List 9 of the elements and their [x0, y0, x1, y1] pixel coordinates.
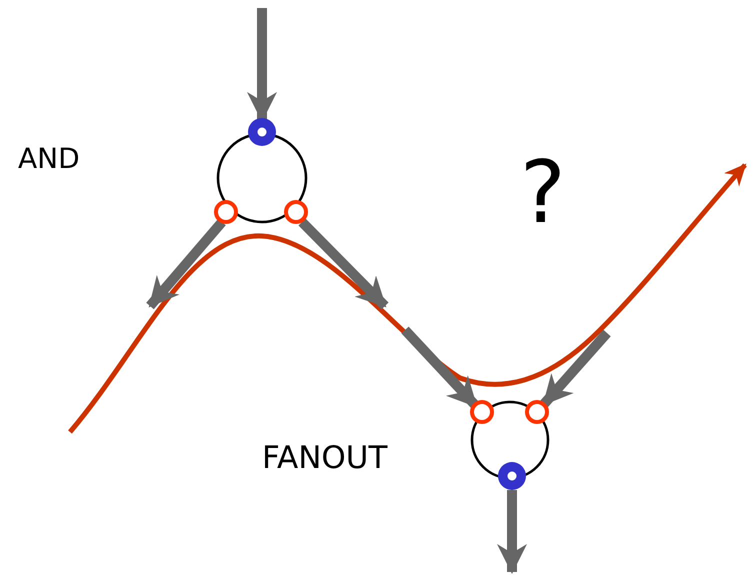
arrow [497, 490, 527, 574]
arrow [247, 8, 277, 122]
arrow [146, 218, 226, 310]
arrow [401, 326, 480, 410]
arrow [298, 218, 389, 310]
question-mark: ? [520, 150, 566, 236]
arrow [540, 330, 611, 408]
gate-label: AND [18, 145, 80, 173]
gate-label: FANOUT [262, 443, 388, 474]
